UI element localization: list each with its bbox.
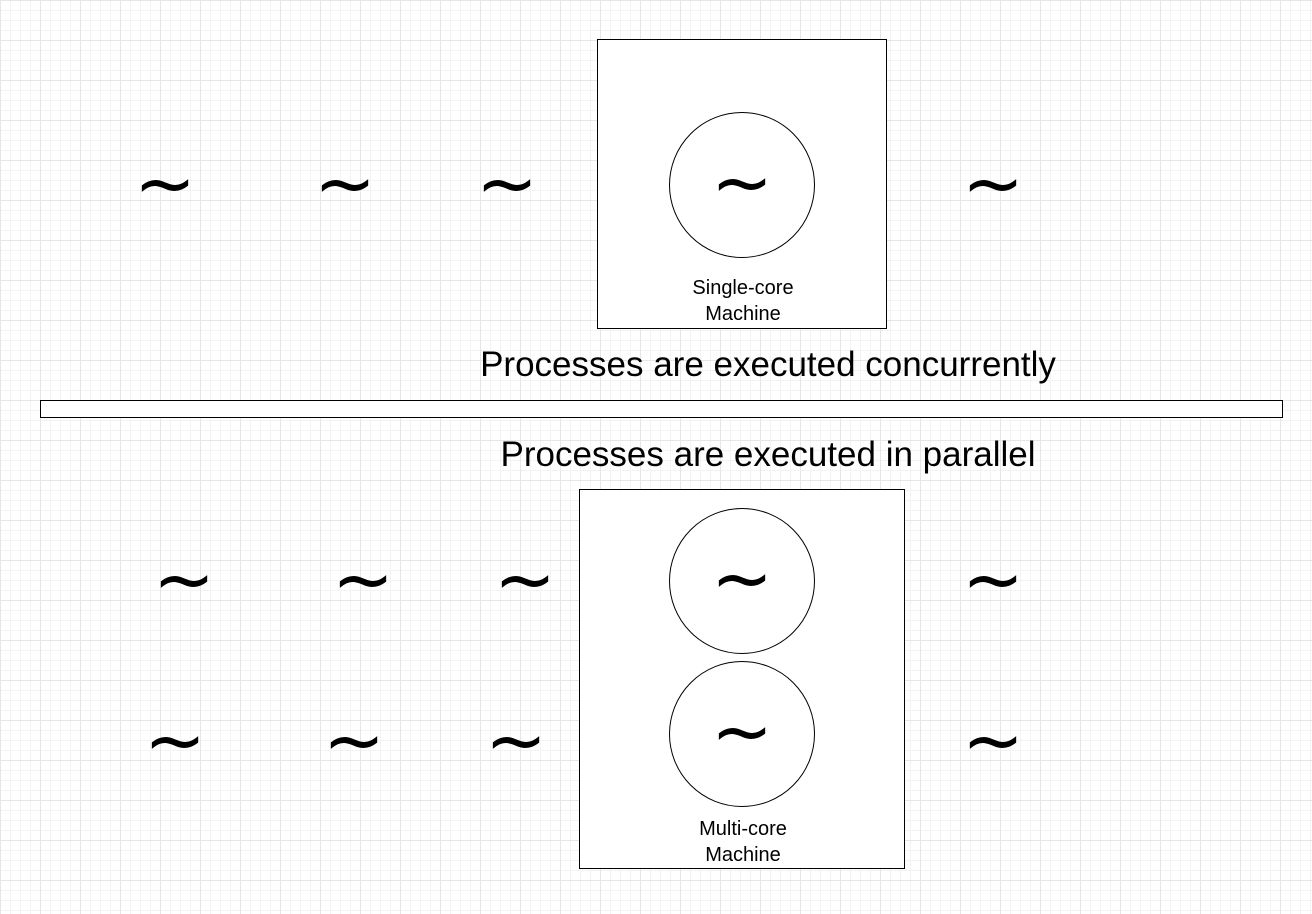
- process-symbol: ~: [484, 698, 547, 784]
- running-process-symbol: ~: [710, 689, 773, 775]
- multi-core-machine: ~ ~ Multi-core Machine: [579, 489, 905, 869]
- section-divider: [40, 400, 1283, 418]
- cpu-core-1: ~: [669, 508, 815, 654]
- cpu-core-2: ~: [669, 661, 815, 807]
- running-process-symbol: ~: [710, 536, 773, 622]
- process-symbol: ~: [152, 537, 215, 623]
- parallel-caption: Processes are executed in parallel: [500, 435, 1036, 474]
- concurrent-caption: Processes are executed concurrently: [480, 345, 1056, 384]
- process-symbol: ~: [475, 141, 538, 227]
- multi-core-machine-label: Multi-core Machine: [699, 818, 787, 866]
- process-symbol: ~: [331, 537, 394, 623]
- single-core-machine-label: Single-core Machine: [692, 277, 794, 325]
- process-symbol: ~: [313, 141, 376, 227]
- process-symbol: ~: [143, 698, 206, 784]
- single-core-machine: ~ Single-core Machine: [597, 39, 887, 329]
- process-symbol: ~: [961, 698, 1024, 784]
- process-symbol: ~: [133, 141, 196, 227]
- process-symbol: ~: [961, 537, 1024, 623]
- running-process-symbol: ~: [710, 140, 773, 226]
- cpu-core: ~: [669, 112, 815, 258]
- process-symbol: ~: [961, 141, 1024, 227]
- process-symbol: ~: [322, 698, 385, 784]
- process-symbol: ~: [493, 537, 556, 623]
